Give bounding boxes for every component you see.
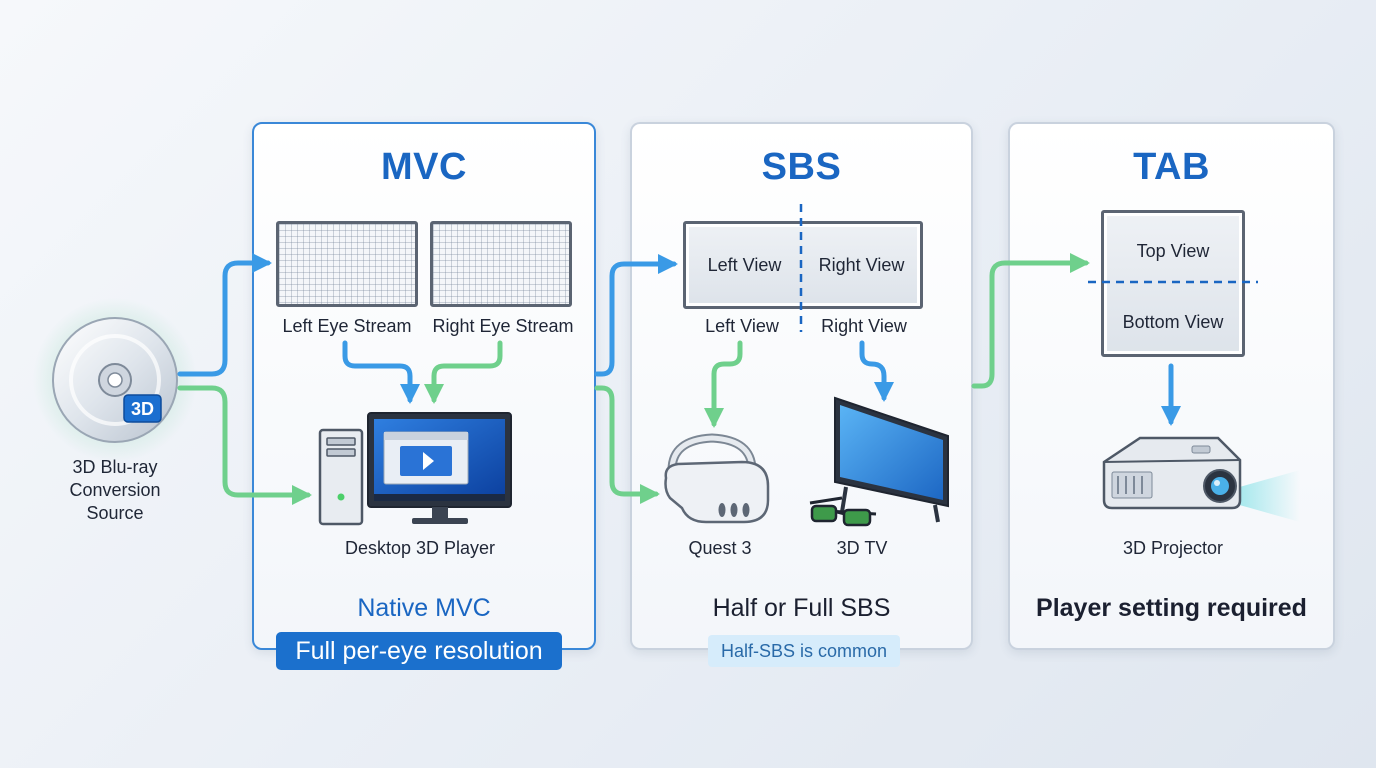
tab-title: TAB xyxy=(1133,146,1210,188)
source-label: 3D Blu-ray Conversion Source xyxy=(40,456,190,525)
arrow-right-view-down xyxy=(859,340,894,402)
arrow-left-stream-down xyxy=(342,340,420,404)
right-eye-grid-icon xyxy=(430,221,572,307)
3d-glasses-icon xyxy=(809,496,877,527)
3dtv-label: 3D TV xyxy=(836,538,888,558)
sbs-right-view-label: Right View xyxy=(821,316,907,336)
full-resolution-badge: Full per-eye resolution xyxy=(276,632,562,670)
arrow-to-sbs-frame xyxy=(594,254,678,377)
quest3-label: Quest 3 xyxy=(688,538,752,558)
projector-icon xyxy=(1102,436,1300,522)
projector-label: 3D Projector xyxy=(1122,538,1224,558)
sbs-left-view-label: Left View xyxy=(705,316,779,336)
tab-frame: Top View Bottom View xyxy=(1101,210,1245,357)
arrow-right-stream-down xyxy=(424,340,503,404)
source-label-line-3: Source xyxy=(86,503,144,523)
arrow-to-tab-frame xyxy=(971,253,1090,389)
bluray-disc-icon xyxy=(33,298,197,462)
sbs-frame-right-label: Right View xyxy=(818,255,905,275)
sbs-frame: Left View Right View xyxy=(683,221,923,309)
sbs-frame-left-label: Left View xyxy=(707,255,782,275)
tab-footer: Player setting required xyxy=(1036,594,1307,622)
left-eye-stream-label: Left Eye Stream xyxy=(282,316,412,336)
half-sbs-badge: Half-SBS is common xyxy=(708,635,900,667)
mvc-panel: MVC Left Eye Stream Right Eye Stream Des… xyxy=(252,122,596,650)
tab-frame-bottom-label: Bottom View xyxy=(1122,312,1224,332)
arrow-to-desktop-player xyxy=(177,385,312,505)
tv-icon xyxy=(834,396,949,523)
sbs-title: SBS xyxy=(761,146,842,188)
vr-headset-icon xyxy=(664,433,770,524)
mvc-title: MVC xyxy=(381,146,467,188)
right-eye-stream-label: Right Eye Stream xyxy=(432,316,574,336)
left-eye-grid-icon xyxy=(276,221,418,307)
arrow-to-quest xyxy=(594,385,660,504)
desktop-pc-icon xyxy=(318,412,512,526)
arrow-left-view-down xyxy=(704,340,743,428)
mvc-footer: Native MVC xyxy=(357,594,491,622)
disc-badge-text: 3D xyxy=(131,399,154,419)
tab-frame-top-label: Top View xyxy=(1136,241,1210,261)
source-label-line-1: 3D Blu-ray xyxy=(72,457,158,477)
sbs-footer: Half or Full SBS xyxy=(712,594,891,622)
arrow-to-mvc-streams xyxy=(177,253,272,377)
desktop-player-label: Desktop 3D Player xyxy=(344,538,496,558)
source-label-line-2: Conversion xyxy=(69,480,161,500)
